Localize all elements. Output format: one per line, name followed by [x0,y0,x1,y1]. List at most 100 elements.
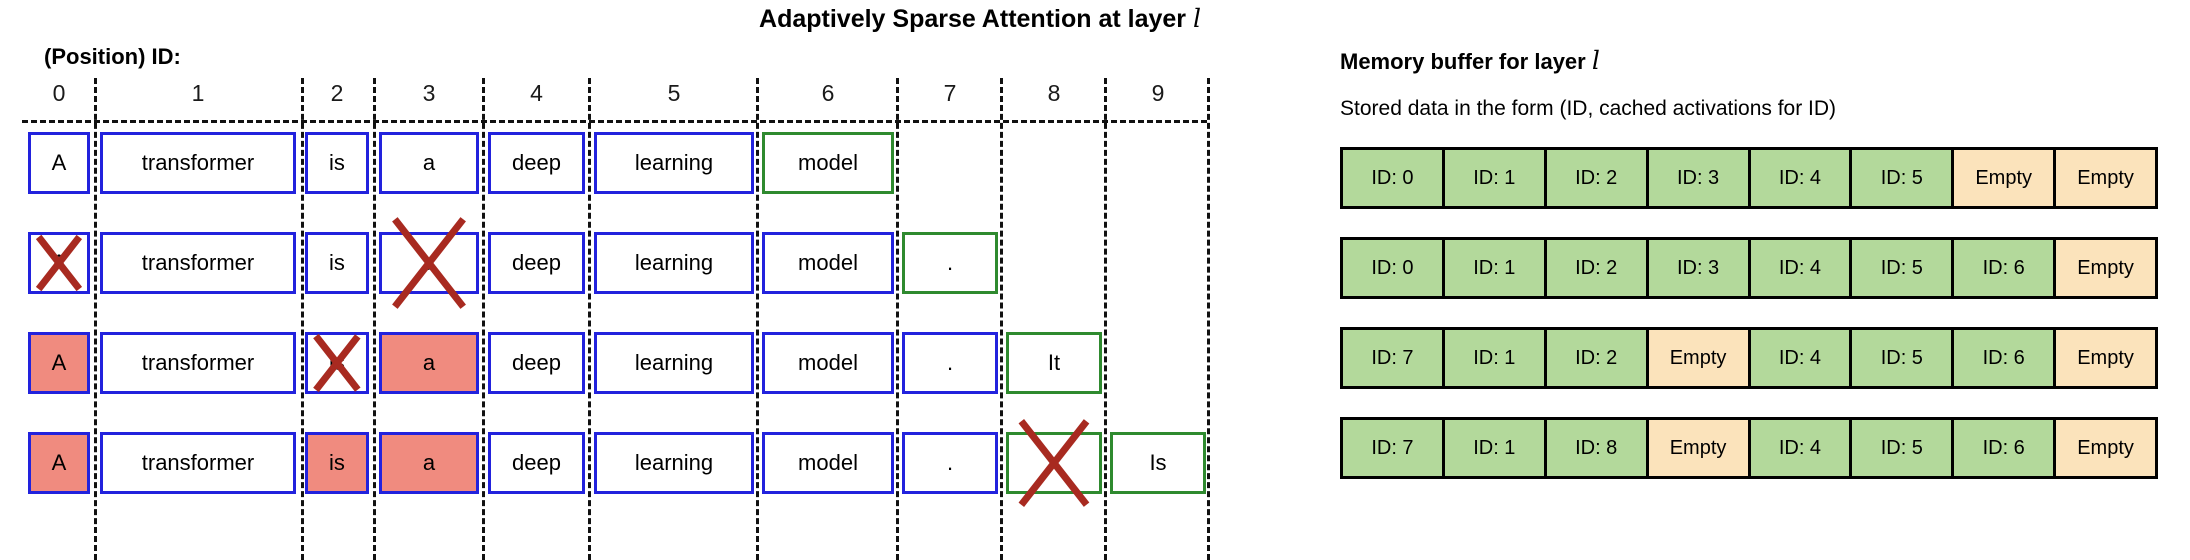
token-cell[interactable]: It [1006,332,1102,394]
memory-slot-filled[interactable]: ID: 8 [1546,420,1649,476]
token-cell[interactable]: A [28,132,90,194]
token-text: . [946,250,954,275]
memory-slot-filled[interactable]: ID: 2 [1546,150,1649,206]
column-divider-6 [896,78,899,560]
token-cell[interactable]: a [379,232,479,294]
column-divider-3 [482,78,485,560]
memory-slot-filled[interactable]: ID: 4 [1750,240,1853,296]
column-divider-2 [373,78,376,560]
memory-slot-filled[interactable]: ID: 6 [1954,240,2057,296]
token-cell[interactable]: learning [594,232,754,294]
memory-slot-empty[interactable]: Empty [1648,420,1751,476]
token-cell[interactable]: model [762,332,894,394]
memory-slot-filled[interactable]: ID: 5 [1852,420,1955,476]
token-cell[interactable]: It [1006,432,1102,494]
token-cell[interactable]: deep [488,232,585,294]
memory-slot-filled[interactable]: ID: 6 [1954,330,2057,386]
token-cell[interactable]: model [762,232,894,294]
token-cell[interactable]: deep [488,332,585,394]
memory-slot-filled[interactable]: ID: 2 [1546,330,1649,386]
column-divider-0 [94,78,97,560]
column-divider-7 [1000,78,1003,560]
memory-buffer-title: Memory buffer for layer l [1340,46,2170,75]
token-text: A [51,450,67,475]
token-cell[interactable]: A [28,332,90,394]
memory-slot-filled[interactable]: ID: 7 [1343,420,1445,476]
memory-slot-filled[interactable]: ID: 6 [1954,420,2057,476]
token-text: learning [634,150,714,175]
token-cell[interactable]: is [305,332,369,394]
memory-slot-filled[interactable]: ID: 2 [1546,240,1649,296]
token-cell[interactable]: transformer [100,332,296,394]
column-header-9: 9 [1151,80,1165,106]
memory-slot-filled[interactable]: ID: 4 [1750,420,1853,476]
token-text: is [329,250,345,275]
token-cell[interactable]: is [305,132,369,194]
memory-slot-empty[interactable]: Empty [1954,150,2057,206]
token-text: A [51,250,67,275]
memory-slot-filled[interactable]: ID: 3 [1648,150,1751,206]
memory-slot-filled[interactable]: ID: 1 [1444,330,1547,386]
token-cell[interactable]: A [28,432,90,494]
memory-buffer-title-text: Memory buffer for layer [1340,49,1586,74]
token-cell[interactable]: a [379,332,479,394]
token-cell[interactable]: learning [594,332,754,394]
token-cell[interactable]: is [305,432,369,494]
header-divider [22,120,1207,123]
token-cell[interactable]: a [379,432,479,494]
memory-slot-empty[interactable]: Empty [2056,240,2155,296]
memory-slot-filled[interactable]: ID: 0 [1343,150,1445,206]
memory-slot-filled[interactable]: ID: 0 [1343,240,1445,296]
memory-slot-filled[interactable]: ID: 5 [1852,240,1955,296]
memory-slot-filled[interactable]: ID: 1 [1444,150,1547,206]
memory-buffer-panel: Memory buffer for layer l Stored data in… [1340,46,2170,507]
memory-slot-empty[interactable]: Empty [2056,420,2155,476]
token-cell[interactable]: . [902,332,998,394]
memory-slot-filled[interactable]: ID: 7 [1343,330,1445,386]
token-cell[interactable]: Is [1110,432,1206,494]
memory-slot-filled[interactable]: ID: 1 [1444,420,1547,476]
memory-slot-filled[interactable]: ID: 5 [1852,330,1955,386]
column-header-0: 0 [52,80,66,106]
token-cell[interactable]: deep [488,432,585,494]
token-cell[interactable]: transformer [100,432,296,494]
token-cell[interactable]: model [762,432,894,494]
memory-slot-filled[interactable]: ID: 4 [1750,330,1853,386]
token-cell[interactable]: . [902,232,998,294]
column-header-6: 6 [821,80,835,106]
token-text: learning [634,250,714,275]
memory-slot-empty[interactable]: Empty [2056,330,2155,386]
token-text: It [1047,450,1061,475]
token-text: learning [634,350,714,375]
token-cell[interactable]: learning [594,432,754,494]
token-cell[interactable]: deep [488,132,585,194]
token-cell[interactable]: . [902,432,998,494]
token-cell[interactable]: is [305,232,369,294]
token-cell[interactable]: transformer [100,132,296,194]
column-header-5: 5 [667,80,681,106]
memory-slot-filled[interactable]: ID: 4 [1750,150,1853,206]
token-cell[interactable]: a [379,132,479,194]
position-id-label: (Position) ID: [44,44,181,69]
token-cell[interactable]: learning [594,132,754,194]
token-cell[interactable]: model [762,132,894,194]
token-text: a [422,450,436,475]
memory-slot-filled[interactable]: ID: 5 [1852,150,1955,206]
memory-slot-empty[interactable]: Empty [1648,330,1751,386]
memory-slot-filled[interactable]: ID: 1 [1444,240,1547,296]
page-title-text: Adaptively Sparse Attention at layer [759,5,1187,33]
token-cell[interactable]: transformer [100,232,296,294]
memory-buffer-subtitle: Stored data in the form (ID, cached acti… [1340,97,1837,120]
column-header-4: 4 [530,80,543,106]
token-text: deep [512,150,561,175]
memory-slot-empty[interactable]: Empty [2056,150,2155,206]
column-header-8: 8 [1047,80,1061,106]
token-cell[interactable]: A [28,232,90,294]
memory-slot-filled[interactable]: ID: 3 [1648,240,1751,296]
